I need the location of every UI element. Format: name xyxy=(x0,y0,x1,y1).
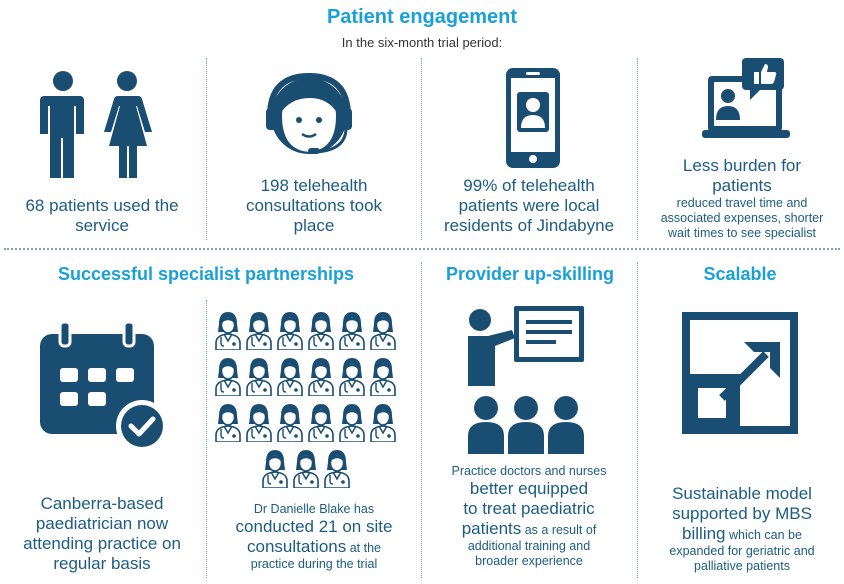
doctor-icon xyxy=(246,358,272,396)
blake-line3a: consultations xyxy=(247,537,347,556)
local-line1: 99% of telehealth xyxy=(463,176,595,195)
blake-line3b: at the xyxy=(346,541,381,555)
upskilling-line4a: patients xyxy=(461,519,522,538)
doctor-icon xyxy=(246,312,272,350)
burden-line2: patients xyxy=(712,176,772,195)
scalable-line3a: billing xyxy=(682,524,726,543)
blake-line4: practice during the trial xyxy=(250,557,378,571)
upskilling-line6: broader experience xyxy=(475,554,583,568)
upskilling-line2: better equipped xyxy=(469,479,589,498)
blake-line1: Dr Danielle Blake has xyxy=(253,502,375,516)
calendar-check-icon xyxy=(40,322,170,450)
divider xyxy=(421,262,422,578)
divider xyxy=(206,300,207,578)
page-subtitle: In the six-month trial period: xyxy=(341,35,503,50)
upskilling-line5: additional training and xyxy=(467,539,591,553)
doctor-icon xyxy=(308,404,334,442)
doctor-icon xyxy=(323,450,350,488)
doctor-icon xyxy=(308,358,334,396)
smartphone-user-icon xyxy=(506,68,560,168)
upskilling-title: Provider up-skilling xyxy=(445,264,615,284)
doctor-icon xyxy=(277,358,303,396)
doctor-icon xyxy=(215,312,241,350)
upskilling-line4b: as a result of xyxy=(521,523,597,537)
consults-line3: place xyxy=(293,216,335,235)
canberra-line4: regular basis xyxy=(53,554,151,573)
partnerships-title: Successful specialist partnerships xyxy=(57,264,355,284)
doctor-icon xyxy=(277,404,303,442)
burden-detail1: reduced travel time and xyxy=(676,196,808,210)
consults-line1: 198 telehealth xyxy=(260,176,368,195)
canberra-line1: Canberra-based xyxy=(40,494,164,513)
doctor-icon xyxy=(261,450,288,488)
divider xyxy=(206,58,207,240)
scalable-line2: supported by MBS xyxy=(672,504,812,523)
scale-up-arrow-icon xyxy=(682,312,798,434)
scalable-line5: palliative patients xyxy=(694,559,790,573)
doctor-icon xyxy=(370,404,396,442)
divider xyxy=(637,262,638,578)
doctor-icon xyxy=(246,404,272,442)
people-icon xyxy=(38,70,158,178)
canberra-line2: paediatrician now xyxy=(35,514,169,533)
doctor-icon xyxy=(308,312,334,350)
scalable-line1: Sustainable model xyxy=(672,484,812,503)
page-title: Patient engagement xyxy=(326,6,518,28)
doctor-icon xyxy=(370,312,396,350)
scalable-title: Scalable xyxy=(703,264,777,284)
local-line2: patients were local xyxy=(458,196,600,215)
divider xyxy=(637,58,638,240)
doctor-icon xyxy=(215,404,241,442)
divider xyxy=(421,58,422,240)
scalable-line3b: which can be xyxy=(725,528,802,542)
patients-line1: 68 patients used the xyxy=(25,196,179,215)
upskilling-line3: to treat paediatric xyxy=(463,499,595,518)
burden-line1: Less burden for xyxy=(682,156,802,175)
scalable-line4: expanded for geriatric and xyxy=(669,544,815,558)
upskilling-line1: Practice doctors and nurses xyxy=(451,464,607,478)
canberra-line3: attending practice on xyxy=(23,534,181,553)
burden-detail3: wait times to see specialist xyxy=(668,226,816,240)
doctor-icon-grid xyxy=(214,310,410,490)
doctor-icon xyxy=(215,358,241,396)
doctor-icon xyxy=(339,358,365,396)
blake-line2: conducted 21 on site xyxy=(235,517,393,536)
presenter-audience-icon xyxy=(464,306,588,456)
doctor-icon xyxy=(339,312,365,350)
local-line3: residents of Jindabyne xyxy=(443,216,615,235)
doctor-icon xyxy=(277,312,303,350)
section-divider xyxy=(4,248,840,250)
headset-agent-icon xyxy=(262,68,356,168)
consults-line2: consultations took xyxy=(245,196,383,215)
doctor-icon xyxy=(339,404,365,442)
patients-line2: service xyxy=(75,216,129,235)
doctor-icon xyxy=(292,450,319,488)
laptop-like-icon xyxy=(702,58,794,144)
doctor-icon xyxy=(370,358,396,396)
burden-detail2: associated expenses, shorter xyxy=(660,211,824,225)
